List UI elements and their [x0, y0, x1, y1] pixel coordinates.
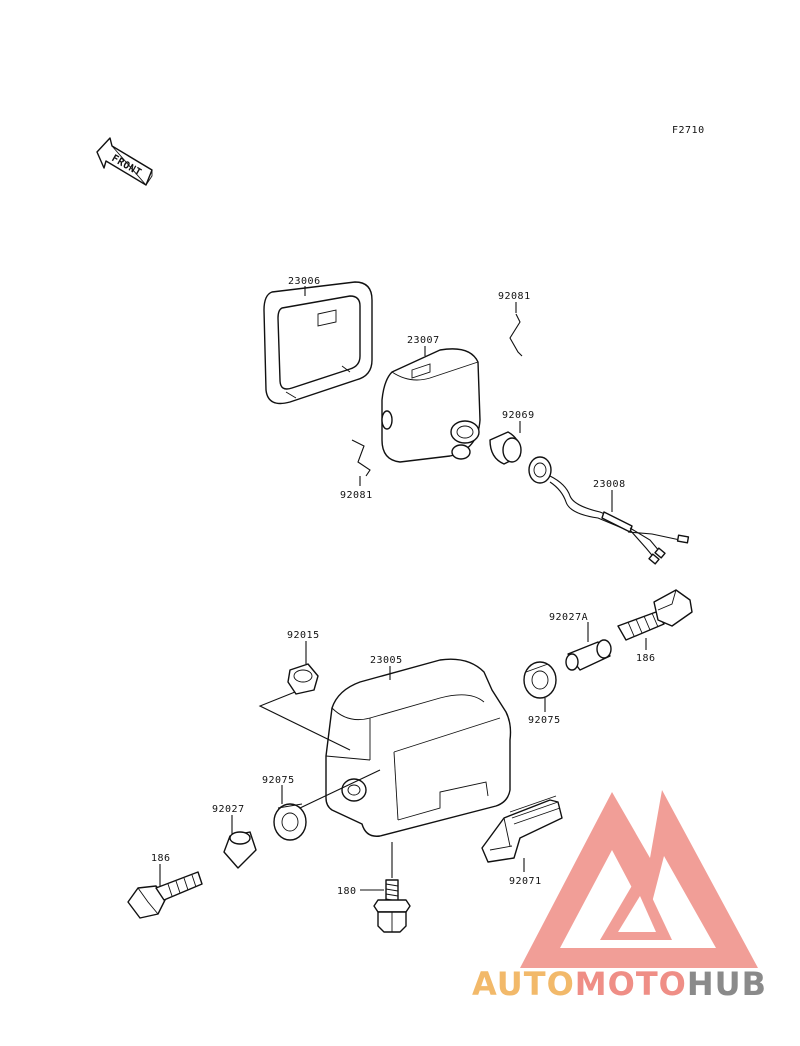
label-headlamp-unit: 23007	[407, 335, 440, 346]
bolt-left	[127, 871, 203, 919]
watermark-auto: AUTO	[472, 965, 575, 1003]
bolt-right	[617, 589, 693, 641]
collar-left	[223, 831, 257, 869]
label-bolt-bottom: 180	[337, 886, 357, 897]
label-grommet-top: 92015	[287, 630, 320, 641]
grommet-top	[287, 663, 319, 695]
watermark-moto: MOTO	[575, 965, 687, 1003]
headlamp-unit	[381, 348, 481, 463]
watermark-hub: HUB	[687, 965, 767, 1003]
clip-upper	[509, 313, 523, 357]
label-bolt-right: 186	[636, 653, 656, 664]
watermark-logo	[520, 790, 758, 968]
label-bolt-left: 186	[151, 853, 171, 864]
label-grommet-left: 92075	[262, 775, 295, 786]
bracket	[325, 658, 512, 837]
label-lamp-rim: 23006	[288, 276, 321, 287]
grommet-left	[273, 803, 307, 841]
label-socket-assy: 23008	[593, 479, 626, 490]
label-rubber-pad: 92071	[509, 876, 542, 887]
collar-a	[565, 639, 612, 671]
label-bracket: 23005	[370, 655, 403, 666]
label-collar-a: 92027A	[549, 612, 588, 623]
label-collar-left: 92027	[212, 804, 245, 815]
bolt-bottom	[373, 879, 411, 933]
grommet-right	[523, 661, 557, 699]
watermark-text: AUTOMOTOHUB	[472, 965, 767, 1003]
rubber-pad	[481, 795, 563, 863]
bulb	[489, 431, 522, 465]
socket-assy	[528, 456, 690, 565]
label-bulb: 92069	[502, 410, 535, 421]
label-clip-lower: 92081	[340, 490, 373, 501]
lamp-rim	[263, 281, 373, 405]
figure-code: F2710	[672, 125, 705, 136]
label-clip-upper: 92081	[498, 291, 531, 302]
front-arrow-icon: FRONT	[96, 137, 153, 186]
label-grommet-right: 92075	[528, 715, 561, 726]
clip-lower	[351, 439, 371, 477]
